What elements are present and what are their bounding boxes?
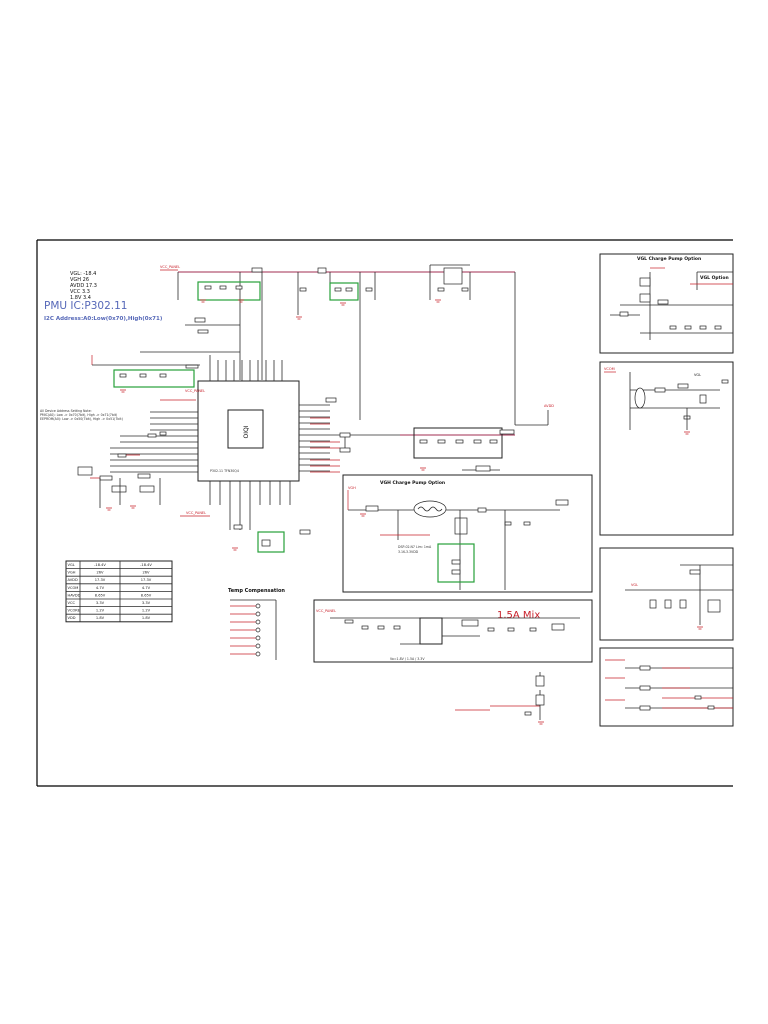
pmu-title: PMU IC:P302.11 xyxy=(44,300,127,312)
spec-table-cell: VCC xyxy=(68,601,76,605)
spec-table-cell: 1.8V xyxy=(96,616,105,620)
pmu-net-labels: All Device Address Setting Note: PMIC(A0… xyxy=(40,389,340,517)
svg-text:VGL: VGL xyxy=(694,373,701,377)
spec-table-cell: VDD xyxy=(68,616,76,620)
vgl-charge-pump-panel: VGL Charge Pump Option VGL Option xyxy=(599,253,734,354)
svg-text:P302.11 TFN30Q4: P302.11 TFN30Q4 xyxy=(210,469,239,473)
top-wiring: VCC_PANEL xyxy=(160,264,516,425)
spec-table-cell: 17.3V xyxy=(95,578,106,582)
pmu-ic: OIQI P302.11 TFN30Q4 xyxy=(110,355,400,530)
spec-table-cell: VCORE xyxy=(68,609,81,613)
highlight-box-top-left xyxy=(197,281,261,301)
logic-panel xyxy=(599,647,734,727)
temp-compensation: Temp Compensation xyxy=(228,524,311,660)
top-components xyxy=(91,267,469,378)
highlight-box-vgh xyxy=(437,543,475,583)
svg-text:PMIC(A0): Low -> 0x70(7bit), H: PMIC(A0): Low -> 0x70(7bit), High -> 0x7… xyxy=(40,413,117,417)
voltage-vcc: VCC 3.3 xyxy=(70,289,90,295)
svg-text:Vo=1.8V / 1.5A / 3.3V: Vo=1.8V / 1.5A / 3.3V xyxy=(390,657,425,661)
spec-table-cell: AVDD xyxy=(68,578,78,582)
vgl-output-panel: VGL xyxy=(599,547,734,641)
spec-table-cell: -18.4V xyxy=(94,563,106,567)
highlight-box-left xyxy=(113,369,195,388)
ground-symbols xyxy=(106,299,441,551)
mix-title: 1.5A Mix xyxy=(497,610,540,621)
svg-text:3.1K-3.3VDD: 3.1K-3.3VDD xyxy=(398,550,419,554)
vcom-panel-frame xyxy=(599,361,734,536)
spec-table-cell: 4.7V xyxy=(142,586,151,590)
spec-table-cell: 8.65V xyxy=(141,593,152,597)
spec-table-cell: VGH xyxy=(68,571,76,575)
spec-table-cell: 1.2V xyxy=(96,609,105,613)
voltage-vdd: 1.8V 3.4 xyxy=(70,295,91,301)
voltage-avdd: AVDD 17.3 xyxy=(70,283,97,289)
vcc-panel-label-lower: VCC_PANEL xyxy=(186,511,206,515)
spec-table-cell: 1.8V xyxy=(142,616,151,620)
vcom-panel: VCOM VGL xyxy=(599,361,734,536)
vgh-charge-pump-frame xyxy=(342,474,593,593)
temp-compensation-title: Temp Compensation xyxy=(228,588,285,594)
left-input-parts xyxy=(77,431,167,508)
spec-table-cell: 17.3V xyxy=(141,578,152,582)
vgl-charge-pump-frame xyxy=(599,253,734,354)
vgh-charge-pump-title: VGH Charge Pump Option xyxy=(380,480,445,486)
spec-table-cell: 26V xyxy=(96,571,104,575)
mix-section: 1.5A Mix VCC_PANEL Vo=1.8V / 1.5A / 3.3V xyxy=(313,599,593,663)
spec-table-cell: VCOM xyxy=(68,586,79,590)
spec-table-cell: HAVDD xyxy=(68,593,81,597)
vcc-panel-label-top: VCC_PANEL xyxy=(160,265,180,269)
voltage-vgh: VGH 26 xyxy=(70,277,89,283)
vgl-net-label: VGL xyxy=(631,583,638,587)
vcc-panel-label-right: VCC_PANEL xyxy=(316,609,336,613)
vgl-option-title: VGL Option xyxy=(700,275,729,281)
avdd-net-label: AVDD xyxy=(544,404,554,408)
vgl-output-frame xyxy=(599,547,734,641)
highlight-box-temp xyxy=(257,531,285,553)
spec-table-cell: 1.2V xyxy=(142,609,151,613)
spec-table-cell: 26V xyxy=(142,571,150,575)
highlight-box-top-mid xyxy=(329,282,359,301)
spec-table-cell: 4.7V xyxy=(96,586,105,590)
logic-panel-frame xyxy=(599,647,734,727)
spec-table-cell: 3.3V xyxy=(96,601,105,605)
mix-frame xyxy=(313,599,593,663)
vgl-charge-pump-title: VGL Charge Pump Option xyxy=(637,256,701,262)
spec-table-cell: 8.65V xyxy=(95,593,106,597)
spec-table-cell: -18.4V xyxy=(140,563,152,567)
svg-text:EEPROM(A0): Low -> 0x50(7bit),: EEPROM(A0): Low -> 0x50(7bit), High -> 0… xyxy=(40,417,123,421)
mix-regulator-ic xyxy=(419,617,443,645)
pmu-chip-marking: OIQI xyxy=(243,425,250,438)
spec-table-cell: 3.3V xyxy=(142,601,151,605)
pmu-ic-core xyxy=(227,409,264,449)
spec-table: VGL -18.4V -18.4V VGH 26V 26V AVDD 17.3V 17.3V VC… xyxy=(65,560,173,623)
vcc-panel-label-mid: VCC_PANEL xyxy=(185,389,205,393)
voltage-vgl: VGL: -18.4 xyxy=(70,271,96,277)
vcom-net-label: VCOM xyxy=(604,367,615,371)
voltage-list: VGL: -18.4 VGH 26 AVDD 17.3 VCC 3.3 1.8V… xyxy=(70,271,97,301)
i2c-address-note: I2C Address:A0:Low(0x70),High(0x71) xyxy=(44,316,163,322)
capacitor-bank: AVDD xyxy=(325,397,554,459)
svg-text:DSP-02.N7 Lim: 1mA: DSP-02.N7 Lim: 1mA xyxy=(398,545,432,549)
vgh-in-label: VGH xyxy=(348,486,356,490)
spec-table-cell: VGL xyxy=(68,563,75,567)
vgh-charge-pump-option: VGH Charge Pump Option VGH DSP-02.N7 Lim… xyxy=(342,465,593,593)
pmu-ic-body xyxy=(197,380,300,482)
bottom-switch-circuit xyxy=(455,672,545,725)
svg-text:All Device Address Setting Not: All Device Address Setting Note: xyxy=(40,409,92,413)
